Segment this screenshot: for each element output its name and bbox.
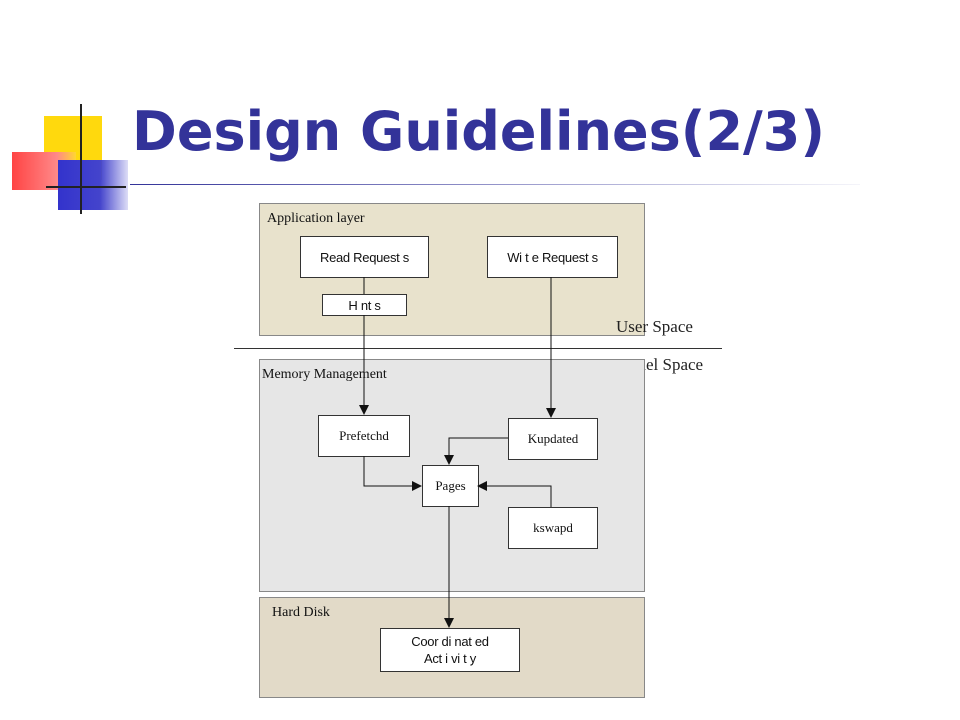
kupdated-box: Kupdated [508,418,598,460]
slide-title: Design Guidelines(2/3) [132,100,826,163]
user-kernel-divider [234,348,722,349]
coordinated-activity-line2: Act i vi t y [423,651,477,666]
arrow-prefetchd-to-pages [363,456,422,491]
coordinated-activity-box: Coor di nat ed Act i vi t y [380,628,520,672]
prefetchd-box: Prefetchd [318,415,410,457]
application-layer-label: Application layer [267,211,365,226]
arrow-kswapd-to-pages [477,481,552,507]
decor-blue-square [58,160,128,210]
memory-management-label: Memory Management [262,367,387,382]
decor-horizontal-line [46,186,126,188]
user-space-label: User Space [616,317,693,336]
pages-box: Pages [422,465,479,507]
hard-disk-label: Hard Disk [272,605,330,620]
write-requests-box: Wi t e Request s [487,236,618,278]
arrow-kupdated-to-pages [444,437,508,465]
kswapd-box: kswapd [508,507,598,549]
title-underline [130,184,860,185]
decor-vertical-line [80,104,82,214]
coordinated-activity-line1: Coor di nat ed [411,634,489,649]
